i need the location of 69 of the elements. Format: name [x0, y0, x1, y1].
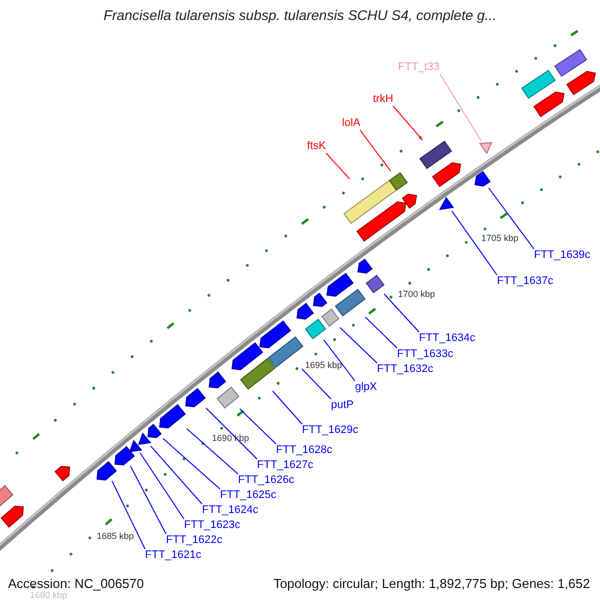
leader-line	[451, 210, 498, 276]
gene-bar	[320, 308, 340, 328]
gene-label: FTT_1639c	[534, 249, 590, 262]
gene-label: FTT_1637c	[497, 275, 554, 288]
gene-triangle	[128, 439, 143, 453]
gene-triangle	[438, 196, 455, 211]
leader-line	[130, 465, 166, 534]
leader-line	[360, 130, 392, 172]
leader-line	[392, 106, 423, 140]
gene-label: ftsK	[307, 140, 326, 153]
leader-line	[162, 438, 220, 490]
gene-bar	[365, 274, 385, 294]
leader-line	[301, 368, 332, 400]
leader-line	[112, 480, 146, 550]
gene-pentagon	[184, 387, 207, 408]
leader-line	[186, 428, 238, 474]
gene-bar	[334, 288, 367, 317]
leader-line	[364, 316, 398, 348]
gene-label: glpX	[355, 381, 378, 394]
scale-label: 1685 kbp	[96, 531, 134, 542]
leader-line	[272, 390, 302, 424]
leader-line	[326, 152, 350, 180]
gene-label: FTT_t33	[398, 61, 440, 74]
gene-label: FTT_1634c	[419, 332, 476, 345]
gene-bar	[216, 386, 240, 409]
leader-line	[150, 445, 202, 504]
leader-line	[206, 408, 258, 460]
gene-pentagon	[158, 403, 187, 429]
gene-label: FTT_1633c	[397, 348, 454, 361]
leader-line	[323, 339, 356, 382]
scale-label: 1700 kbp	[398, 289, 436, 299]
scale-label: 1695 kbp	[305, 360, 342, 370]
gene-pentagon	[114, 445, 136, 466]
gene-label: FTT_1632c	[377, 363, 434, 376]
gene-label: FTT_1622c	[166, 534, 222, 547]
scale-label: 1680 kbp	[30, 590, 68, 600]
gene-triangle	[137, 432, 152, 446]
gene-bar	[304, 318, 327, 340]
gene-label: FTT_1626c	[238, 474, 294, 487]
leader-line	[340, 327, 378, 364]
leader-line	[384, 294, 420, 332]
accession-text: Accession: NC_006570	[8, 576, 144, 591]
gene-label: FTT_1623c	[184, 519, 240, 532]
gene-bar	[267, 335, 304, 369]
gene-pentagon	[146, 423, 163, 439]
gene-label: FTT_1629c	[302, 424, 358, 437]
leader-line	[140, 452, 184, 520]
genome-summary-text: Topology: circular; Length: 1,892,775 bp; Genes: 1,652	[273, 576, 590, 591]
leader-line	[440, 74, 482, 142]
gene-label: putP	[331, 399, 354, 412]
leader-line	[488, 188, 534, 250]
leader-line	[239, 408, 276, 444]
gene-label: lolA	[342, 117, 360, 130]
title: Francisella tularensis subsp. tularensis SCHU S4, complete g...	[102, 7, 498, 24]
scale-label: 1690 kbp	[212, 433, 250, 443]
gene-bar	[418, 140, 453, 170]
gene-bar	[343, 179, 398, 225]
gene-pentagon	[473, 170, 491, 188]
gene-label: FTT_1624c	[202, 504, 258, 517]
gene-label: FTT_1625c	[220, 489, 276, 502]
gene-bar	[239, 357, 276, 391]
gene-triangle	[478, 141, 493, 155]
gene-label: FTT_1627c	[257, 459, 314, 472]
gene-label: FTT_1621c	[145, 549, 202, 562]
gene-bar	[388, 171, 409, 192]
gene-label: FTT_1628c	[276, 444, 332, 457]
scale-label: 1705 kbp	[481, 232, 518, 243]
gene-pentagon	[96, 460, 118, 481]
gene-label: trkH	[373, 93, 394, 106]
